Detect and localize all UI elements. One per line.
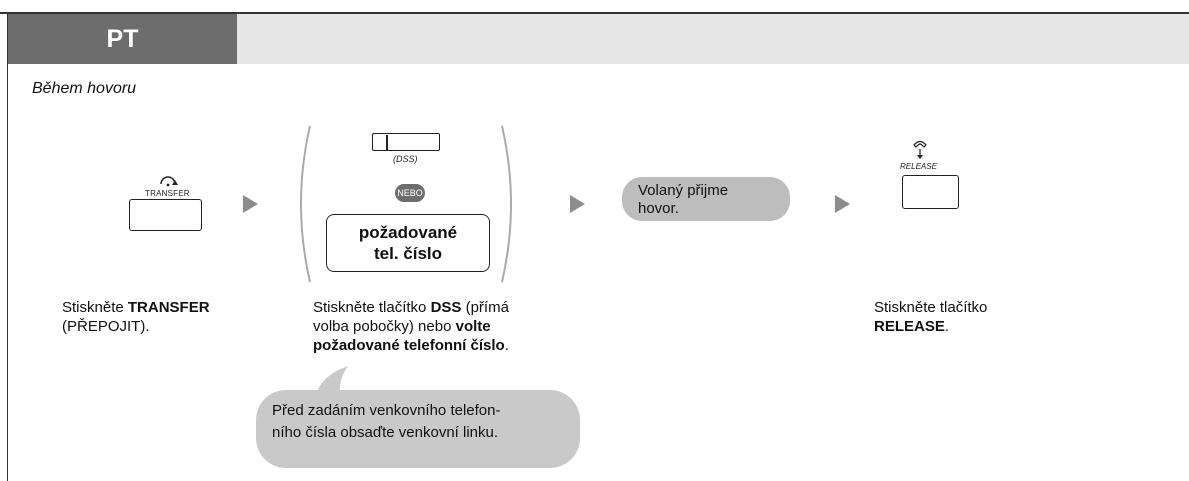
callee-answers-line2: hovor. <box>638 200 679 217</box>
dss-label: (DSS) <box>393 154 418 164</box>
step-arrow-2 <box>570 195 585 213</box>
transfer-button[interactable] <box>129 199 202 231</box>
top-rule <box>0 12 1189 14</box>
callee-answers-pill: Volaný přijme hovor. <box>622 177 790 221</box>
or-badge: NEBO <box>395 184 425 202</box>
step4-desc-prefix: Stiskněte tlačítko <box>874 299 988 316</box>
step1-desc-bold: TRANSFER <box>127 299 210 316</box>
desired-number-line1: požadované <box>358 223 458 242</box>
step2-desc-a: Stiskněte tlačítko <box>313 299 431 316</box>
step1-desc-suffix: (PŘEPOJIT). <box>62 318 150 335</box>
step2-desc-e: volte <box>455 318 491 335</box>
left-rule <box>7 12 8 481</box>
desired-number-line2: tel. číslo <box>373 244 443 263</box>
release-key-label: RELEASE <box>900 162 937 171</box>
dss-button[interactable] <box>372 133 440 151</box>
step2-desc-b: DSS <box>430 299 462 316</box>
note-line2: ního čísla obsaďte venkovní linku. <box>272 424 499 441</box>
step1-description: Stiskněte TRANSFER (PŘEPOJIT). <box>62 298 210 336</box>
note-bubble-tail <box>316 366 348 396</box>
step4-desc-suffix: . <box>944 318 950 335</box>
dss-button-divider <box>386 135 388 150</box>
note-line1: Před zadáním venkovního telefon- <box>272 402 501 419</box>
step-arrow-3 <box>835 195 850 213</box>
subheading: Během hovoru <box>32 80 137 97</box>
pt-tab: PT <box>8 14 237 64</box>
callee-answers-line1: Volaný přijme <box>638 182 729 199</box>
outside-line-note: Před zadáním venkovního telefon- ního čí… <box>256 390 580 468</box>
step1-desc-prefix: Stiskněte <box>62 299 128 316</box>
step2-desc-f: požadované telefonní číslo <box>313 337 505 354</box>
left-paren <box>300 125 311 283</box>
desired-number-box: požadované tel. číslo <box>326 214 490 272</box>
transfer-key-label: TRANSFER <box>145 189 190 198</box>
step2-desc-g: . <box>504 337 509 354</box>
step4-desc-bold: RELEASE <box>874 318 945 335</box>
transfer-arrow-icon <box>160 176 178 187</box>
step-arrow-1 <box>243 195 258 213</box>
step4-description: Stiskněte tlačítko RELEASE. <box>874 298 987 336</box>
release-handset-icon <box>913 140 927 159</box>
release-button[interactable] <box>902 175 959 209</box>
step2-description: Stiskněte tlačítko DSS (přímá volba pobo… <box>313 298 509 355</box>
right-paren <box>501 125 512 283</box>
step2-desc-c: (přímá <box>461 299 509 316</box>
step2-desc-d: volba pobočky) nebo <box>313 318 456 335</box>
